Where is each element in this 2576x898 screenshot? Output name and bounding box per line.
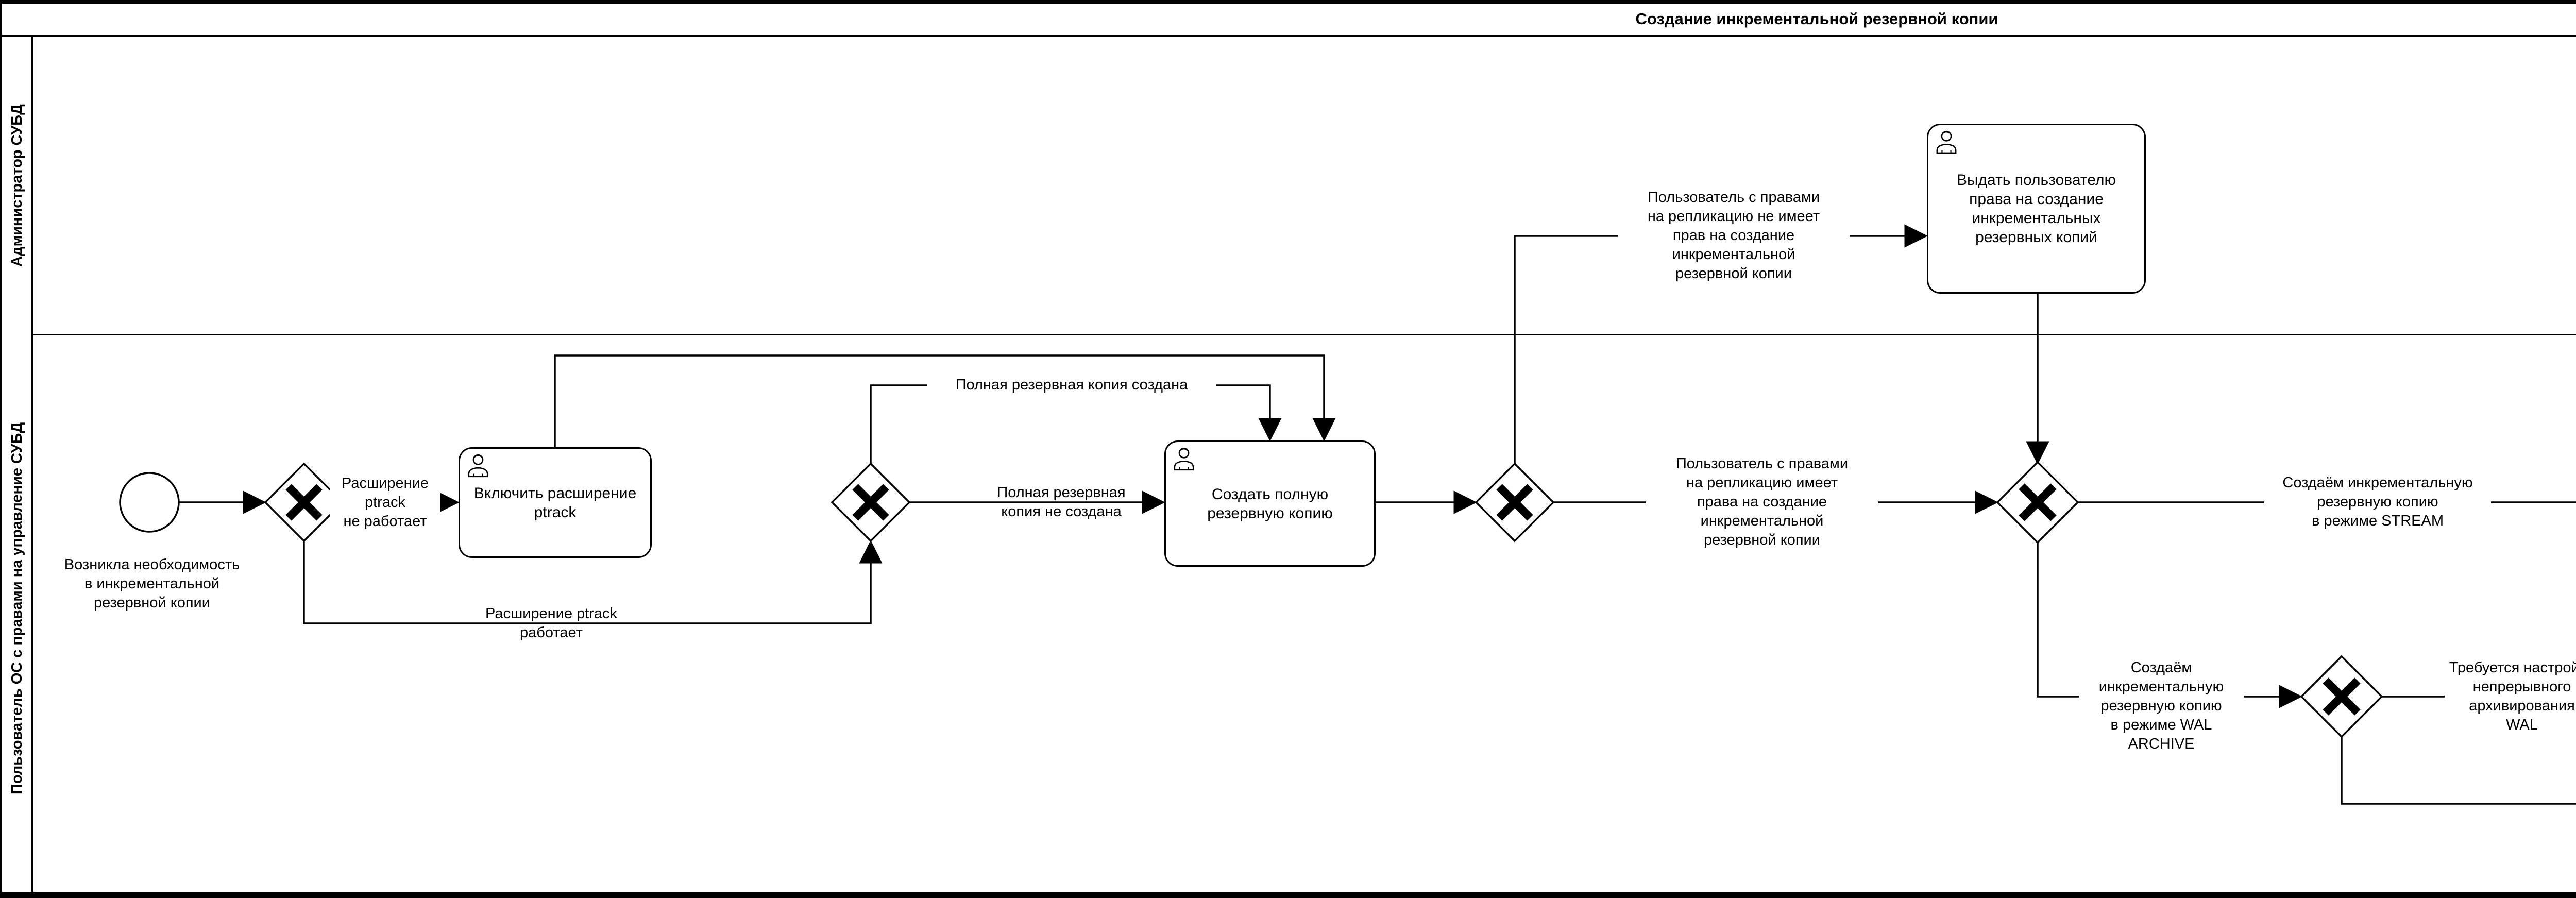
lane-label-admin-dbms: Администратор СУБД: [9, 104, 25, 267]
edge-label-wal-setup-required: Требуется настройка непрерывного архивир…: [2445, 658, 2576, 735]
gateway-exclusive-2[interactable]: [831, 462, 911, 543]
task-enable-ptrack[interactable]: Включить расширение ptrack: [459, 447, 652, 558]
page-title: Создание инкрементальной резервной копии: [1635, 10, 1998, 28]
task-label: Выдать пользователю права на создание ин…: [1956, 172, 2116, 246]
user-icon: [1174, 447, 1194, 471]
user-icon: [1936, 130, 1957, 154]
lane-label-os-user: Пользователь ОС с правами на управление …: [9, 422, 25, 794]
edge-label-stream-mode: Создаём инкрементальную резервную копию …: [2264, 473, 2491, 531]
pool-border-bottom: [0, 892, 2576, 898]
flow-wal-not-required-bypass[interactable]: [2341, 736, 2576, 805]
task-label: Создать полную резервную копию: [1207, 485, 1333, 522]
start-event[interactable]: [119, 472, 180, 533]
pool-border-left: [0, 0, 2, 898]
flow-ptrack-working-loop[interactable]: [303, 540, 883, 624]
edge-label-ptrack-working: Расширение ptrack работает: [485, 605, 618, 641]
task-create-full-backup[interactable]: Создать полную резервную копию: [1164, 440, 1376, 567]
task-grant-rights[interactable]: Выдать пользователю права на создание ин…: [1927, 124, 2146, 294]
pool-header: Создание инкрементальной резервной копии: [2, 4, 2576, 37]
edge-label-wal-archive-mode: Создаём инкрементальную резервную копию …: [2079, 658, 2244, 754]
edge-label-ptrack-not-working: Расширение ptrack не работает: [330, 474, 440, 531]
user-icon: [468, 454, 488, 478]
edge-label-full-backup-created: Полная резервная копия создана: [927, 376, 1216, 395]
edge-label-no-replication-rights: Пользователь с правами на репликацию не …: [1618, 188, 1850, 283]
gateway-exclusive-1[interactable]: [264, 462, 344, 543]
edge-label-full-backup-not-created: Полная резервная копия не создана: [997, 484, 1126, 520]
edge-label-has-replication-rights: Пользователь с правами на репликацию име…: [1646, 454, 1878, 550]
gateway-exclusive-4[interactable]: [1996, 461, 2079, 544]
lane-divider: [2, 334, 2576, 335]
flow-enable-ptrack-to-full-backup[interactable]: [554, 354, 1336, 447]
gateways: [264, 461, 2383, 738]
lane-label-column: [2, 37, 33, 892]
gateway-exclusive-3[interactable]: [1475, 462, 1555, 543]
pool-border-top: [0, 0, 2576, 4]
gateway-exclusive-5[interactable]: [2300, 655, 2383, 738]
start-event-label: Возникла необходимость в инкрементальной…: [64, 556, 240, 611]
task-label: Включить расширение ptrack: [473, 484, 637, 521]
